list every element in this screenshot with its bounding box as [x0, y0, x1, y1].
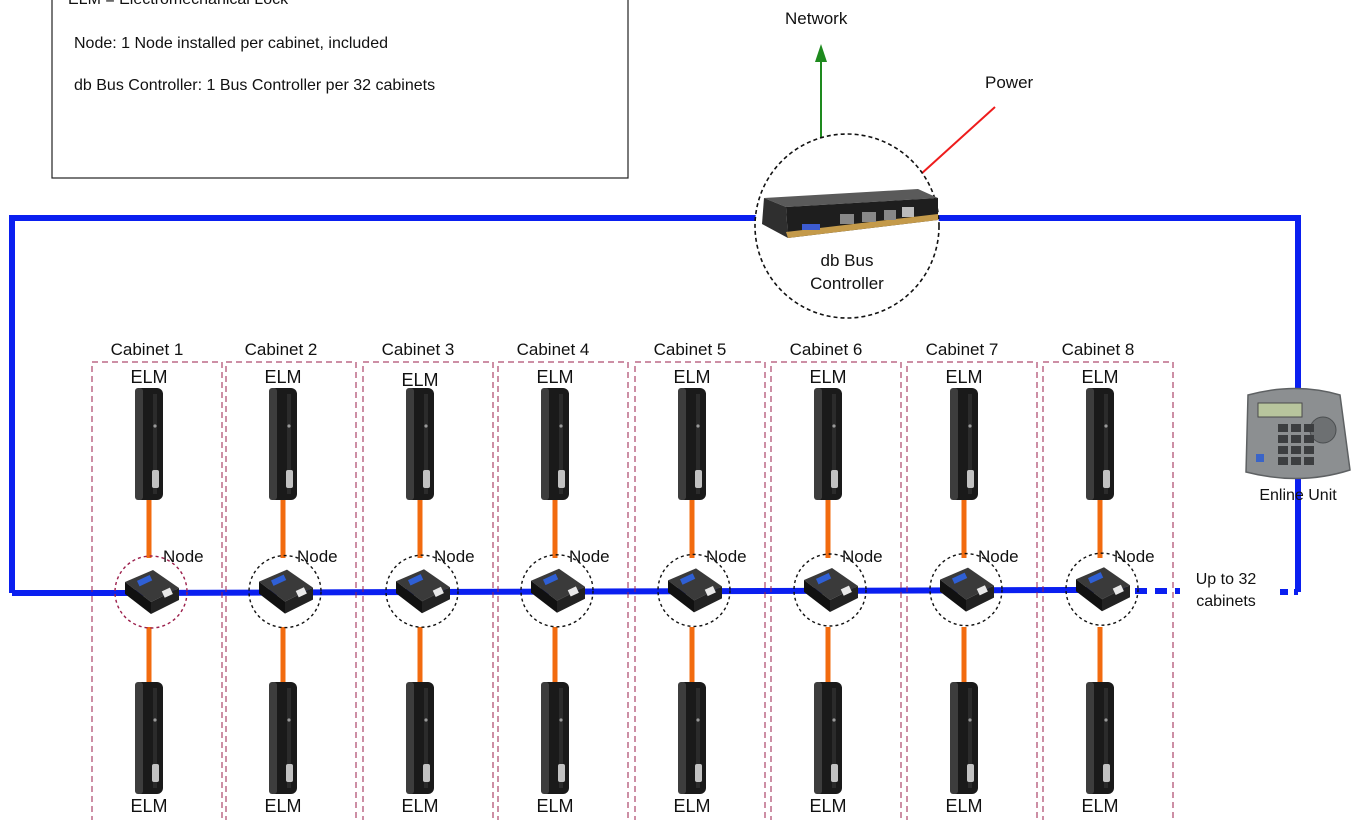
cabinet: Cabinet 5 ELM ELM Node	[634, 340, 766, 820]
node-label: Node	[706, 547, 747, 566]
elm-label-bottom: ELM	[536, 796, 573, 816]
elm-label-top: ELM	[809, 367, 846, 387]
up-to-line2: cabinets	[1196, 593, 1256, 610]
cabinet-title: Cabinet 2	[245, 340, 318, 359]
elm-label-bottom: ELM	[401, 796, 438, 816]
cabinet-title: Cabinet 8	[1062, 340, 1135, 359]
elm-lock-icon	[406, 682, 434, 794]
enline-label: Enline Unit	[1259, 487, 1337, 504]
node-device	[520, 554, 594, 628]
cabinet-title: Cabinet 7	[926, 340, 999, 359]
bus-controller: db Bus Controller	[754, 133, 940, 319]
elm-label-top: ELM	[945, 367, 982, 387]
elm-lock-icon	[135, 682, 163, 794]
node-label: Node	[569, 547, 610, 566]
legend-box: ELM = Electromechanical Lock Node: 1 Nod…	[51, 0, 629, 179]
elm-lock-icon	[269, 682, 297, 794]
cabinet-outline	[225, 361, 357, 820]
elm-lock-icon	[678, 388, 706, 500]
node-label: Node	[163, 547, 204, 566]
elm-label-bottom: ELM	[945, 796, 982, 816]
node-device	[1065, 552, 1139, 626]
cabinet-title: Cabinet 3	[382, 340, 455, 359]
node-device	[793, 553, 867, 627]
elm-label-top: ELM	[130, 367, 167, 387]
controller-label-line1: db Bus	[821, 251, 874, 270]
node-device	[114, 555, 188, 629]
node-label: Node	[978, 547, 1019, 566]
up-to-label: Up to 32 cabinets	[1196, 571, 1257, 610]
legend-line-node: Node: 1 Node installed per cabinet, incl…	[74, 35, 388, 52]
cabinet-title: Cabinet 6	[790, 340, 863, 359]
elm-label-top: ELM	[1081, 367, 1118, 387]
cabinet-outline	[1042, 361, 1174, 820]
network-label: Network	[785, 9, 848, 28]
elm-label-top: ELM	[536, 367, 573, 387]
elm-label-bottom: ELM	[1081, 796, 1118, 816]
elm-label-top: ELM	[673, 367, 710, 387]
elm-label-top: ELM	[401, 370, 438, 390]
elm-lock-icon	[406, 388, 434, 500]
elm-lock-icon	[814, 388, 842, 500]
elm-label-top: ELM	[264, 367, 301, 387]
cabinet-outline	[91, 361, 223, 820]
cabinet: Cabinet 8 ELM ELM Node	[1042, 340, 1174, 820]
elm-lock-icon	[950, 388, 978, 500]
node-label: Node	[842, 547, 883, 566]
cabinet: Cabinet 1 ELM ELM Node	[91, 340, 223, 820]
elm-label-bottom: ELM	[264, 796, 301, 816]
node-label: Node	[1114, 547, 1155, 566]
elm-lock-icon	[269, 388, 297, 500]
controller-label-line2: Controller	[810, 274, 884, 293]
elm-lock-icon	[1086, 388, 1114, 500]
cabinet-title: Cabinet 4	[517, 340, 590, 359]
elm-lock-icon	[541, 388, 569, 500]
cabinet: Cabinet 7 ELM ELM Node	[906, 340, 1038, 820]
elm-label-bottom: ELM	[809, 796, 846, 816]
cabinet-title: Cabinet 5	[654, 340, 727, 359]
elm-lock-icon	[541, 682, 569, 794]
legend-line-elm: ELM = Electromechanical Lock	[68, 0, 289, 8]
node-label: Node	[434, 547, 475, 566]
node-device	[248, 554, 322, 629]
cabinet: Cabinet 4 ELM ELM Node	[497, 340, 629, 820]
elm-label-bottom: ELM	[130, 796, 167, 816]
elm-lock-icon	[950, 682, 978, 794]
legend-line-controller: db Bus Controller: 1 Bus Controller per …	[74, 77, 435, 94]
cabinet-outline	[497, 361, 629, 820]
node-label: Node	[297, 547, 338, 566]
cabinet-outline	[770, 361, 902, 820]
node-device	[657, 553, 731, 628]
enline-unit: Enline Unit	[1245, 387, 1351, 504]
node-device	[385, 554, 459, 628]
cabinet: Cabinet 3 ELM ELM Node	[362, 340, 494, 820]
up-to-line1: Up to 32	[1196, 571, 1257, 588]
cabinet-title: Cabinet 1	[111, 340, 184, 359]
node-device	[929, 552, 1003, 627]
elm-lock-icon	[1086, 682, 1114, 794]
power-label: Power	[985, 73, 1034, 92]
elm-label-bottom: ELM	[673, 796, 710, 816]
elm-lock-icon	[814, 682, 842, 794]
cabinet: Cabinet 6 ELM ELM Node	[770, 340, 902, 820]
elm-lock-icon	[135, 388, 163, 500]
cabinet-outline	[906, 361, 1038, 820]
cabinet: Cabinet 2 ELM ELM Node	[225, 340, 357, 820]
elm-lock-icon	[678, 682, 706, 794]
cabinet-outline	[362, 361, 494, 820]
cabinet-outline	[634, 361, 766, 820]
